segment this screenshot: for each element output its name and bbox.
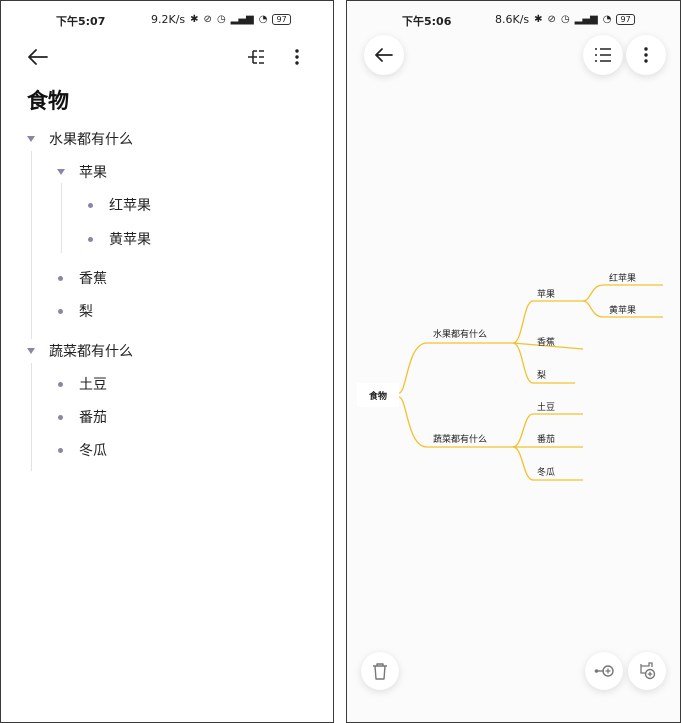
more-button[interactable]: [626, 35, 666, 75]
mindmap-node[interactable]: 番茄: [537, 435, 556, 445]
outline-item[interactable]: 梨: [58, 300, 93, 322]
add-sibling-node-icon: [594, 665, 614, 677]
mindmap-screen: 下午5:06 8.6K/s ✱ ⊘ ◷ ▂▄▆ ◔ 97: [346, 0, 681, 723]
back-button[interactable]: [364, 35, 404, 75]
mindmap-node[interactable]: 苹果: [537, 290, 556, 300]
branch-line: [582, 300, 663, 318]
alarm-icon: ◷: [560, 13, 570, 25]
outline-item-label: 土豆: [79, 377, 107, 393]
bullet-icon: [88, 236, 93, 242]
outline-item-label: 梨: [79, 304, 93, 320]
mindmap-node[interactable]: 蔬菜都有什么: [433, 435, 488, 445]
document-title[interactable]: 食物: [27, 89, 69, 113]
wifi-icon: ◔: [602, 13, 612, 25]
back-arrow-icon[interactable]: [25, 44, 51, 70]
outline-guide-line: [31, 363, 32, 471]
outline-item-label: 水果都有什么: [49, 132, 133, 148]
outline-item[interactable]: 苹果: [57, 161, 107, 183]
alarm-icon: ◷: [216, 13, 226, 25]
battery-icon: 97: [272, 14, 291, 25]
outline-item-label: 苹果: [79, 165, 107, 181]
outline-item[interactable]: 番茄: [58, 406, 107, 428]
mindmap-root-node[interactable]: 食物: [357, 383, 399, 407]
outline-screen: 下午5:07 9.2K/s ✱ ⊘ ◷ ▂▄▆ ◔ 97 食物 水果都有什么 苹…: [0, 0, 334, 723]
outline-guide-line: [31, 151, 32, 339]
outline-item-label: 冬瓜: [79, 443, 107, 459]
outline-item[interactable]: 冬瓜: [58, 439, 107, 461]
signal-icon: ▂▄▆: [574, 13, 598, 25]
mindmap-node[interactable]: 水果都有什么: [433, 330, 488, 340]
root-node-label: 食物: [368, 391, 387, 402]
branch-line: [512, 300, 583, 344]
wifi-icon: ◔: [258, 13, 268, 25]
outline-item-label: 红苹果: [109, 198, 151, 214]
outline-item-label: 番茄: [79, 410, 107, 426]
mute-icon: ⊘: [547, 13, 556, 25]
mindmap-node[interactable]: 香蕉: [537, 338, 556, 348]
more-vertical-icon: [644, 47, 648, 63]
branch-line: [512, 413, 583, 448]
outline-item[interactable]: 黄苹果: [88, 228, 151, 250]
status-time: 下午5:06: [402, 15, 452, 28]
delete-node-button[interactable]: [361, 652, 399, 690]
mindmap-node[interactable]: 土豆: [537, 403, 556, 413]
collapse-toggle-icon[interactable]: [27, 348, 35, 354]
outline-item[interactable]: 红苹果: [88, 194, 151, 216]
signal-icon: ▂▄▆: [230, 13, 254, 25]
status-time: 下午5:07: [56, 15, 106, 28]
collapse-toggle-icon[interactable]: [57, 169, 65, 175]
bullet-icon: [58, 447, 63, 453]
outline-item-label: 蔬菜都有什么: [49, 344, 133, 360]
outline-guide-line: [61, 183, 62, 253]
status-icons: 9.2K/s ✱ ⊘ ◷ ▂▄▆ ◔ 97: [151, 13, 291, 26]
branch-line: [512, 342, 584, 350]
bullet-icon: [58, 414, 63, 420]
mindmap-view-icon[interactable]: [243, 44, 269, 70]
bullet-icon: [58, 275, 63, 281]
outline-item-label: 香蕉: [79, 271, 107, 287]
branch-line: [512, 342, 575, 384]
outline-list-icon: [595, 48, 611, 62]
add-child-node-icon: [640, 662, 656, 680]
more-vertical-icon[interactable]: [287, 44, 307, 70]
add-sibling-node-button[interactable]: [585, 652, 623, 690]
network-speed: 9.2K/s: [151, 13, 186, 26]
status-icons: 8.6K/s ✱ ⊘ ◷ ▂▄▆ ◔ 97: [495, 13, 635, 26]
bullet-icon: [58, 308, 63, 314]
outline-item[interactable]: 水果都有什么: [27, 128, 133, 150]
outline-item[interactable]: 蔬菜都有什么: [27, 340, 133, 362]
network-speed: 8.6K/s: [495, 13, 530, 26]
outline-item[interactable]: 香蕉: [58, 267, 107, 289]
mindmap-node[interactable]: 黄苹果: [609, 306, 637, 316]
outline-item-label: 黄苹果: [109, 232, 151, 248]
branch-line: [512, 446, 583, 481]
trash-icon: [373, 663, 387, 680]
mindmap-node[interactable]: 冬瓜: [537, 468, 556, 478]
battery-icon: 97: [616, 14, 635, 25]
bullet-icon: [58, 381, 63, 387]
mindmap-node[interactable]: 红苹果: [609, 274, 637, 284]
status-bar: 下午5:06 8.6K/s ✱ ⊘ ◷ ▂▄▆ ◔ 97: [347, 9, 680, 29]
bluetooth-icon: ✱: [190, 13, 199, 25]
mindmap-connectors: [398, 284, 663, 481]
add-child-node-button[interactable]: [628, 652, 666, 690]
collapse-toggle-icon[interactable]: [27, 136, 35, 142]
status-bar: 下午5:07 9.2K/s ✱ ⊘ ◷ ▂▄▆ ◔ 97: [1, 9, 333, 29]
back-arrow-icon: [375, 48, 393, 62]
branch-line: [582, 284, 663, 302]
mindmap-node[interactable]: 梨: [537, 371, 547, 381]
outline-item[interactable]: 土豆: [58, 373, 107, 395]
bluetooth-icon: ✱: [534, 13, 543, 25]
mute-icon: ⊘: [203, 13, 212, 25]
branch-line: [398, 342, 513, 394]
outline-view-button[interactable]: [583, 35, 623, 75]
branch-line: [398, 396, 513, 448]
bullet-icon: [88, 202, 93, 208]
